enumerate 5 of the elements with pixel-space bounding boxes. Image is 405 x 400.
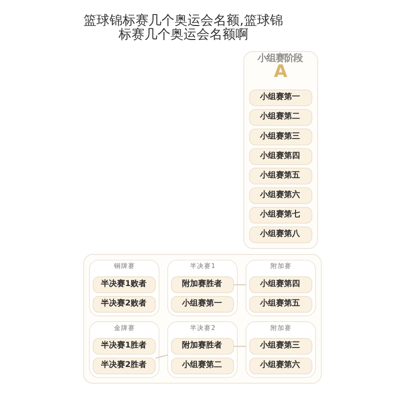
connector — [155, 354, 168, 359]
diagram-title: 篮球锦标赛几个奥运会名额,篮球锦标赛几个奥运会名额啊 — [84, 13, 283, 43]
connector — [234, 284, 246, 286]
cluster — [83, 254, 322, 384]
connector — [234, 346, 246, 347]
